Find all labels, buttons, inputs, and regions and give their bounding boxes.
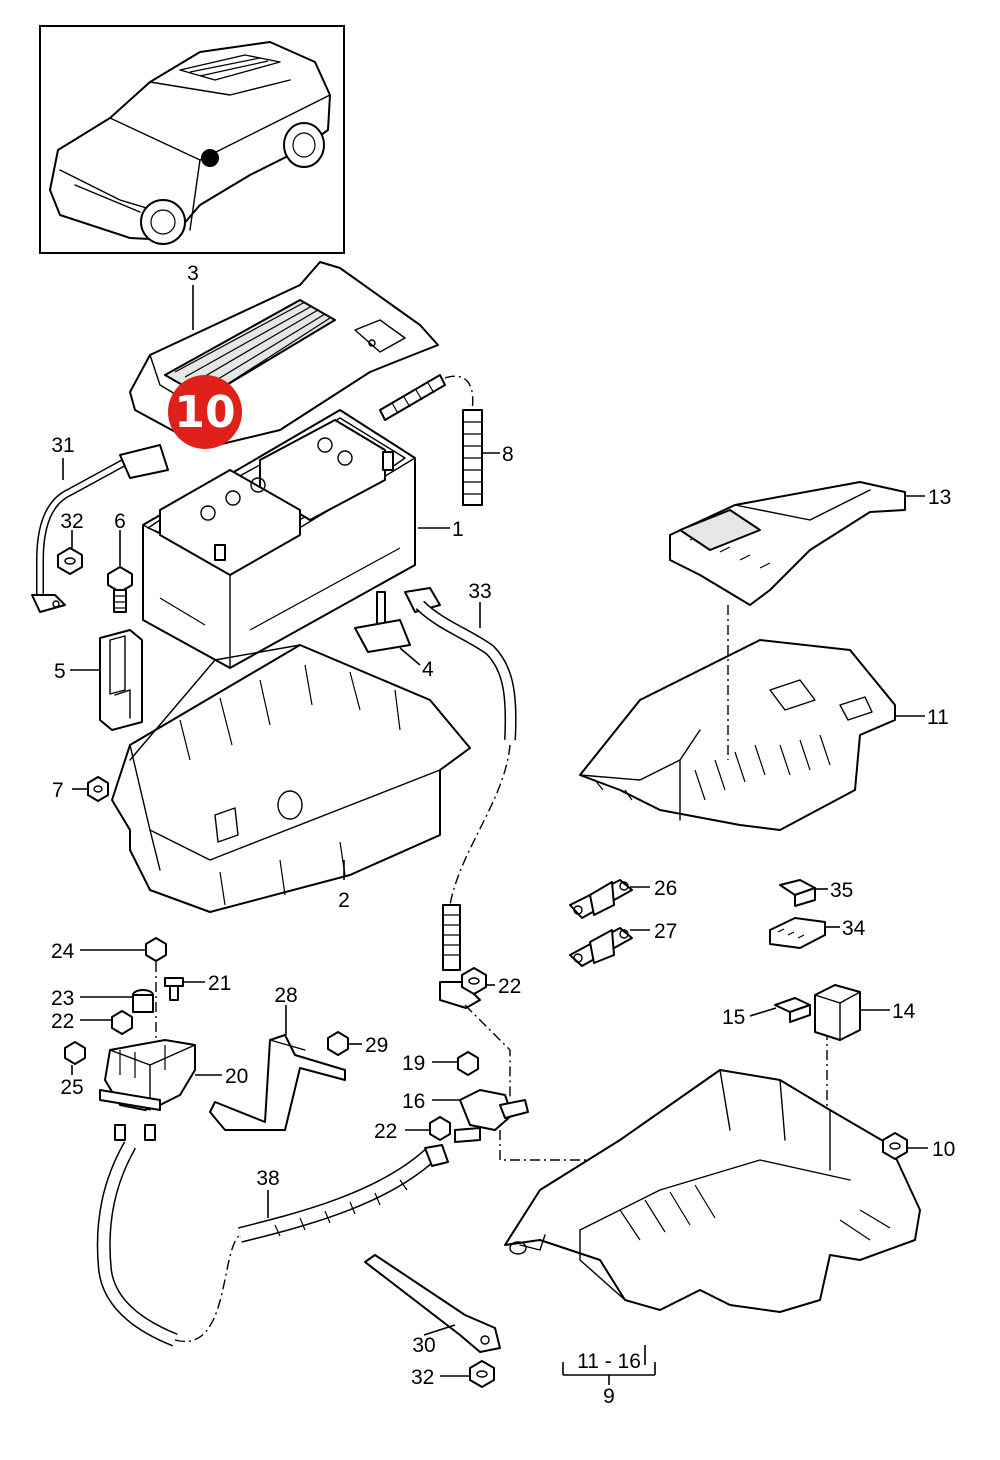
callout-32: 32 — [60, 510, 83, 533]
strip-fuse-27 — [569, 927, 633, 967]
callout-6: 6 — [114, 510, 126, 533]
callout-5: 5 — [54, 660, 66, 683]
ground-cable — [31, 444, 169, 613]
callout-13: 13 — [928, 486, 951, 509]
callout-23: 23 — [51, 987, 74, 1010]
callout-26: 26 — [654, 877, 677, 900]
callout-32-lower: 32 — [411, 1366, 434, 1389]
bolt-21 — [164, 977, 184, 1001]
vehicle-thumbnail — [39, 25, 345, 254]
nut-25 — [64, 1041, 86, 1065]
nut-22-terminal — [111, 1010, 133, 1035]
callout-22-holder: 22 — [374, 1120, 397, 1143]
callout-4: 4 — [422, 658, 434, 681]
ground-strap-30 — [364, 1254, 501, 1353]
callout-3: 3 — [187, 262, 199, 285]
cap-23 — [132, 989, 154, 1013]
nut-29 — [327, 1031, 349, 1056]
battery — [142, 409, 416, 669]
strip-fuse-26 — [569, 879, 633, 919]
callout-11-16: 11 - 16 — [577, 1350, 641, 1373]
callout-35: 35 — [830, 879, 853, 902]
callout-21: 21 — [208, 972, 231, 995]
leader-lines — [62, 285, 928, 1385]
callout-20: 20 — [225, 1065, 248, 1088]
bolt-6 — [107, 566, 133, 613]
callout-27: 27 — [654, 920, 677, 943]
nut-32-upper — [57, 547, 83, 575]
nut-19 — [457, 1051, 479, 1076]
relay-14 — [814, 984, 861, 1041]
mini-fuse-35 — [779, 879, 816, 907]
nut-22-holder — [429, 1116, 451, 1141]
battery-clamp — [354, 591, 411, 653]
callout-15: 15 — [722, 1006, 745, 1029]
positive-cable — [404, 587, 517, 1009]
callout-22-cable: 22 — [498, 975, 521, 998]
callout-31: 31 — [51, 434, 74, 457]
callout-19: 19 — [402, 1052, 425, 1075]
callout-10: 10 — [932, 1138, 955, 1161]
callout-24: 24 — [51, 940, 75, 963]
callout-29: 29 — [365, 1034, 388, 1057]
callout-2: 2 — [338, 889, 350, 912]
relay-plate — [579, 639, 896, 831]
nut-32-lower — [469, 1360, 495, 1388]
nut-7 — [87, 776, 109, 802]
hold-down-bracket — [99, 629, 143, 731]
nut-24 — [145, 937, 167, 962]
holder-16 — [454, 1089, 529, 1143]
callout-11: 11 — [927, 706, 949, 729]
callout-38: 38 — [256, 1167, 279, 1190]
nut-10 — [882, 1132, 908, 1160]
terminal-20 — [99, 1039, 196, 1141]
callout-25: 25 — [60, 1076, 83, 1099]
vent-hose — [379, 374, 483, 506]
callout-28: 28 — [274, 984, 297, 1007]
callout-30: 30 — [412, 1334, 435, 1357]
badge-label: 10 — [174, 387, 235, 438]
position-badge: 10 — [168, 375, 242, 449]
callout-7: 7 — [52, 779, 64, 802]
callout-22-terminal: 22 — [51, 1010, 74, 1033]
callout-9: 9 — [603, 1385, 615, 1408]
nut-22-cable — [461, 967, 487, 995]
callout-14: 14 — [892, 1000, 916, 1023]
cable-38 — [238, 1144, 449, 1243]
alignment-line-22 — [464, 1004, 511, 1100]
callout-1: 1 — [452, 518, 464, 541]
fuse-block-34 — [769, 917, 826, 949]
fuse-carrier — [669, 481, 906, 606]
callout-labels: 3 31 8 32 6 1 13 33 4 5 11 7 2 26 35 27 … — [51, 262, 955, 1408]
battery-cable-lower — [96, 1141, 241, 1347]
fuse-box-base — [504, 1069, 921, 1313]
callout-34: 34 — [842, 917, 866, 940]
callout-8: 8 — [502, 443, 514, 466]
fuse-15 — [774, 997, 811, 1023]
callout-16: 16 — [402, 1090, 425, 1113]
bracket-28 — [209, 1034, 346, 1131]
battery-tray — [111, 644, 471, 913]
callout-33: 33 — [468, 580, 491, 603]
